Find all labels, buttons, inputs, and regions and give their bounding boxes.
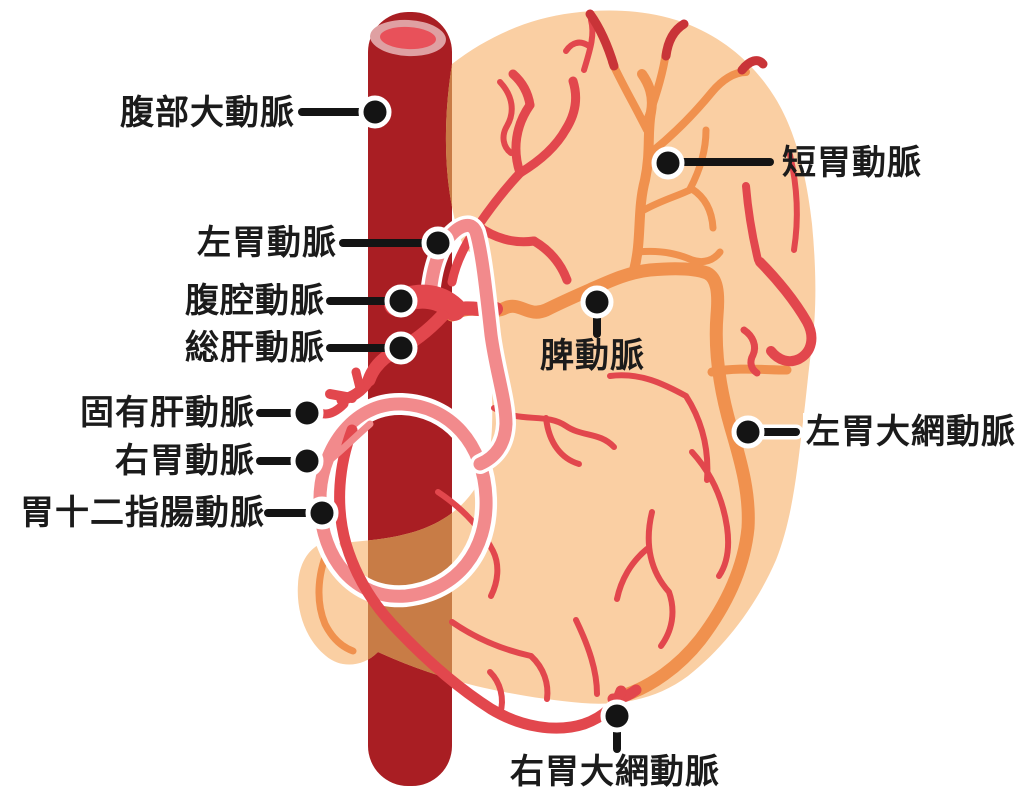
label-proper-hepatic-artery: 固有肝動脈 (80, 394, 255, 432)
label-left-gastric-artery: 左胃動脈 (197, 224, 337, 262)
right-gastroepiploic-arcade (334, 424, 627, 734)
callout-dot-left-gastric (421, 226, 455, 260)
callout-left-gastric (339, 226, 455, 260)
callout-dot-celiac (384, 284, 418, 318)
right-gastric-artery-vessel (327, 420, 374, 463)
short-gastric-red-tips (585, 9, 768, 75)
callout-dot-short-gastric (651, 146, 685, 180)
callout-left-gastroepiploic (731, 415, 804, 449)
callout-dot-proper-hepatic (290, 396, 324, 430)
callout-right-gastroepiploic (600, 699, 634, 753)
label-abdominal-aorta: 腹部大動脈 (120, 94, 295, 132)
label-left-gastroepiploic-artery: 左胃大網動脈 (803, 413, 1019, 451)
callout-right-gastric (256, 444, 324, 478)
label-celiac-artery: 腹腔動脈 (185, 282, 325, 320)
label-right-gastroepiploic-artery: 右胃大網動脈 (510, 753, 720, 791)
callout-gastroduodenal (264, 496, 339, 530)
callout-dot-left-gastroepiploic (731, 415, 765, 449)
callout-short-gastric (651, 146, 774, 180)
label-splenic-artery: 脾動脈 (540, 337, 645, 375)
callout-dot-gastroduodenal (305, 496, 339, 530)
callout-common-hepatic (326, 331, 418, 365)
left-gastric-branches (447, 17, 800, 287)
callout-dot-abdominal-aorta (358, 95, 392, 129)
callout-splenic (580, 285, 614, 338)
callout-dot-splenic (580, 285, 614, 319)
duodenal-orange-vessel (315, 542, 357, 655)
label-gastroduodenal-artery: 胃十二指腸動脈 (20, 494, 265, 532)
callouts (256, 95, 804, 753)
notch-artery-hook (740, 182, 817, 377)
label-right-gastric-artery: 右胃動脈 (115, 442, 255, 480)
callout-abdominal-aorta (298, 95, 392, 129)
callout-celiac (326, 284, 418, 318)
callout-proper-hepatic (256, 396, 324, 430)
label-common-hepatic-artery: 総肝動脈 (185, 329, 325, 367)
callout-dot-right-gastroepiploic (600, 699, 634, 733)
callout-dot-right-gastric (290, 444, 324, 478)
callout-dot-common-hepatic (384, 331, 418, 365)
stomach-surface-vessels (435, 372, 732, 702)
label-short-gastric-artery: 短胃動脈 (782, 144, 922, 182)
